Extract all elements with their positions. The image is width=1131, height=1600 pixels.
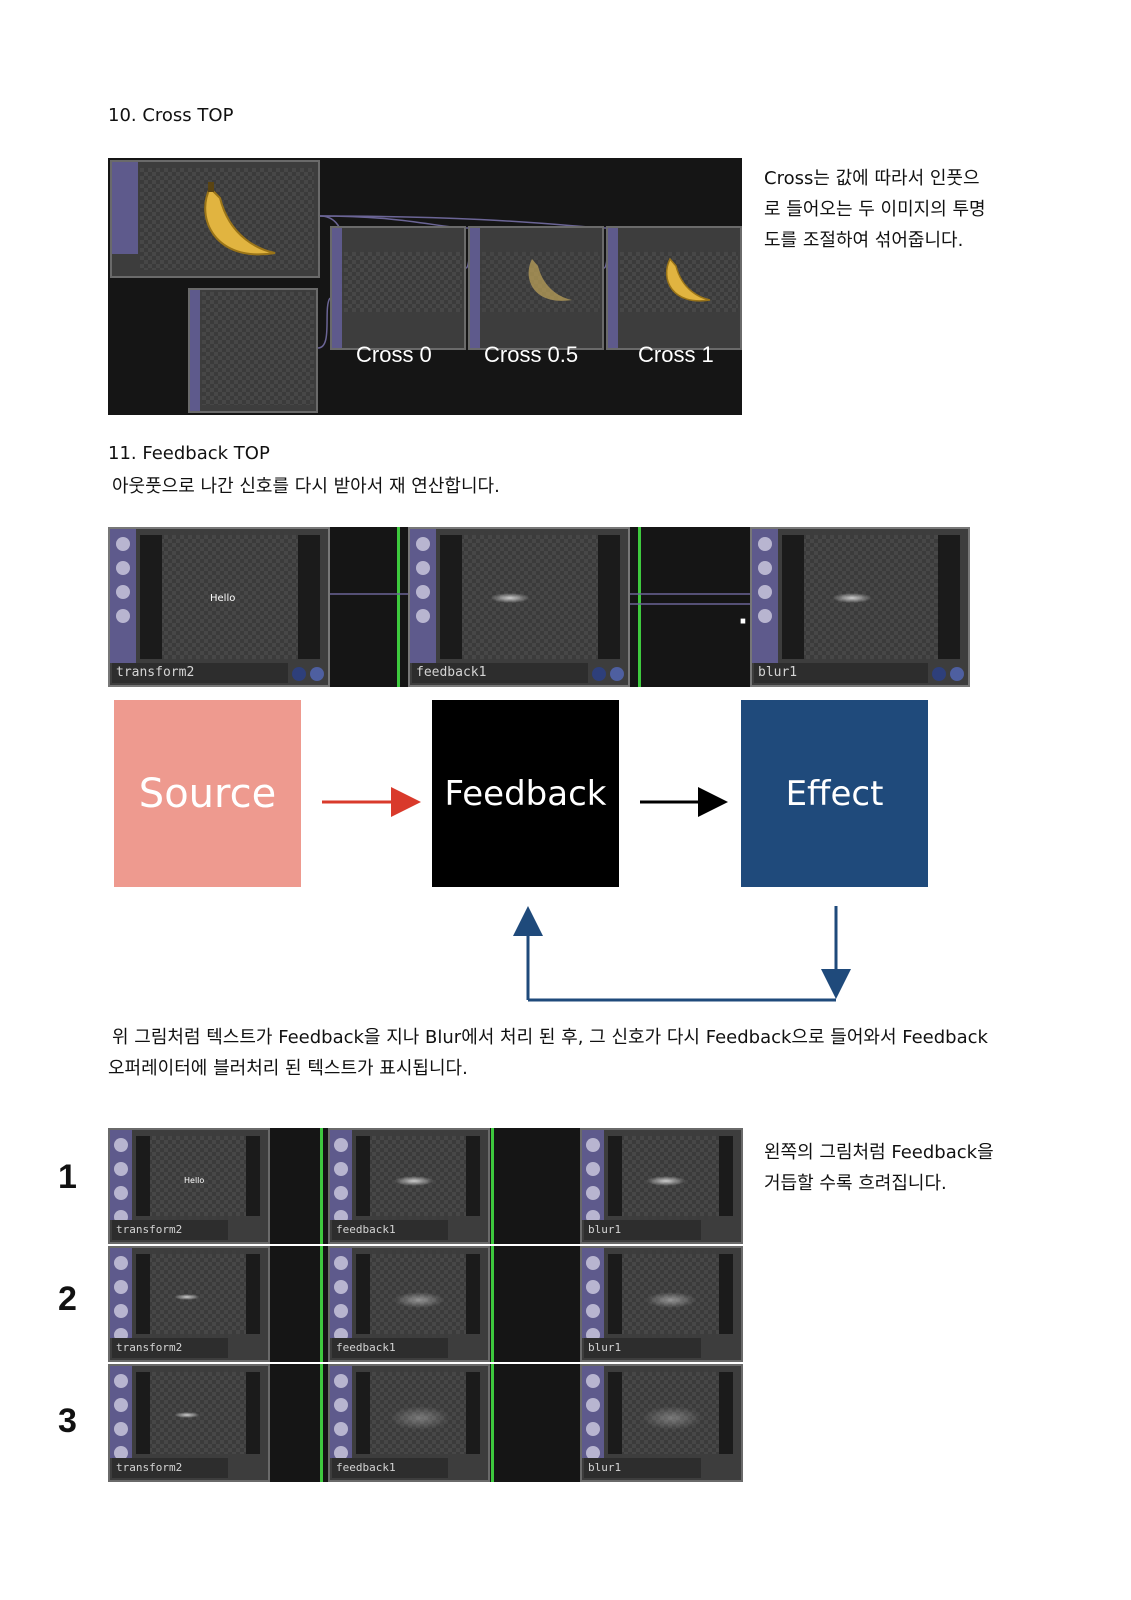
feedback-network-image: Hello transform2 feedback1 · blur1 [108,527,970,687]
transform2-node: Hello transform2 [108,527,330,687]
feedback-label: Feedback [444,773,607,814]
effect-label: Effect [785,773,884,814]
cross-description-line: Cross는 값에 따라서 인풋으 [764,168,980,189]
noise-node [188,288,318,413]
feedback-explanation: 위 그림처럼 텍스트가 Feedback을 지나 Blur에서 처리 된 후, … [108,1022,1028,1084]
cross-0-label: Cross 0 [356,342,432,367]
source-label: Source [138,770,277,817]
cross-1-label: Cross 1 [638,342,714,367]
source-box: Source [114,700,301,887]
node-label-blur1: blur1 [584,1458,701,1478]
cross-0-node [330,226,466,350]
iteration-row-2: transform2 feedback1 blur1 [108,1246,743,1362]
section-11-subtitle: 아웃풋으로 나간 신호를 다시 받아서 재 연산합니다. [112,476,500,497]
feedback1-node: feedback1 [408,527,630,687]
diagram-arrows [322,787,851,1002]
banana-node [110,160,320,278]
blur1-node: blur1 [750,527,970,687]
cross-1-node [606,226,742,350]
cross-description-line: 로 들어오는 두 이미지의 투명 [764,199,986,220]
cross-description-line: 도를 조절하여 섞어줍니다. [764,230,964,251]
iteration-row-3: transform2 feedback1 blur1 [108,1364,743,1482]
row-label-2: 2 [58,1280,77,1318]
iterations-description-line: 왼쪽의 그림처럼 Feedback을 [764,1142,994,1163]
node-label-blur1: blur1 [584,1220,701,1240]
node-label-feedback1: feedback1 [332,1220,448,1240]
node-label-transform2: transform2 [112,1338,228,1358]
cross-05-node [468,226,604,350]
node-label-blur1: blur1 [584,1338,701,1358]
section-11-heading: 11. Feedback TOP [108,443,270,464]
feedback-iterations-image: Hello transform2 feedback1 blur1 transfo… [108,1128,743,1486]
effect-box: Effect [741,700,928,887]
node-label-transform2: transform2 [112,1458,228,1478]
iterations-description-line: 거듭할 수록 흐려집니다. [764,1173,947,1194]
cross-description: Cross는 값에 따라서 인풋으 로 들어오는 두 이미지의 투명 도를 조절… [764,163,1014,256]
node-label-feedback1: feedback1 [412,663,588,683]
row-label-1: 1 [58,1158,77,1196]
cross-top-network-image: Cross 0 Cross 0.5 Cross 1 [108,158,742,415]
row-label-3: 3 [58,1402,77,1440]
iterations-description: 왼쪽의 그림처럼 Feedback을 거듭할 수록 흐려집니다. [764,1137,1024,1199]
banana-image [204,182,276,256]
explanation-line: 오퍼레이터에 블러처리 된 텍스트가 표시됩니다. [108,1058,468,1079]
section-10-heading: 10. Cross TOP [108,105,234,126]
node-label-transform2: transform2 [112,1220,228,1240]
iteration-row-1: Hello transform2 feedback1 blur1 [108,1128,743,1244]
node-label-feedback1: feedback1 [332,1338,448,1358]
explanation-line: 위 그림처럼 텍스트가 Feedback을 지나 Blur에서 처리 된 후, … [112,1027,988,1048]
cross-05-label: Cross 0.5 [484,342,579,367]
feedback-box: Feedback [432,700,619,887]
node-label-feedback1: feedback1 [332,1458,448,1478]
node-label-transform2: transform2 [112,663,288,683]
hello-text: Hello [210,593,236,604]
node-label-blur1: blur1 [754,663,928,683]
